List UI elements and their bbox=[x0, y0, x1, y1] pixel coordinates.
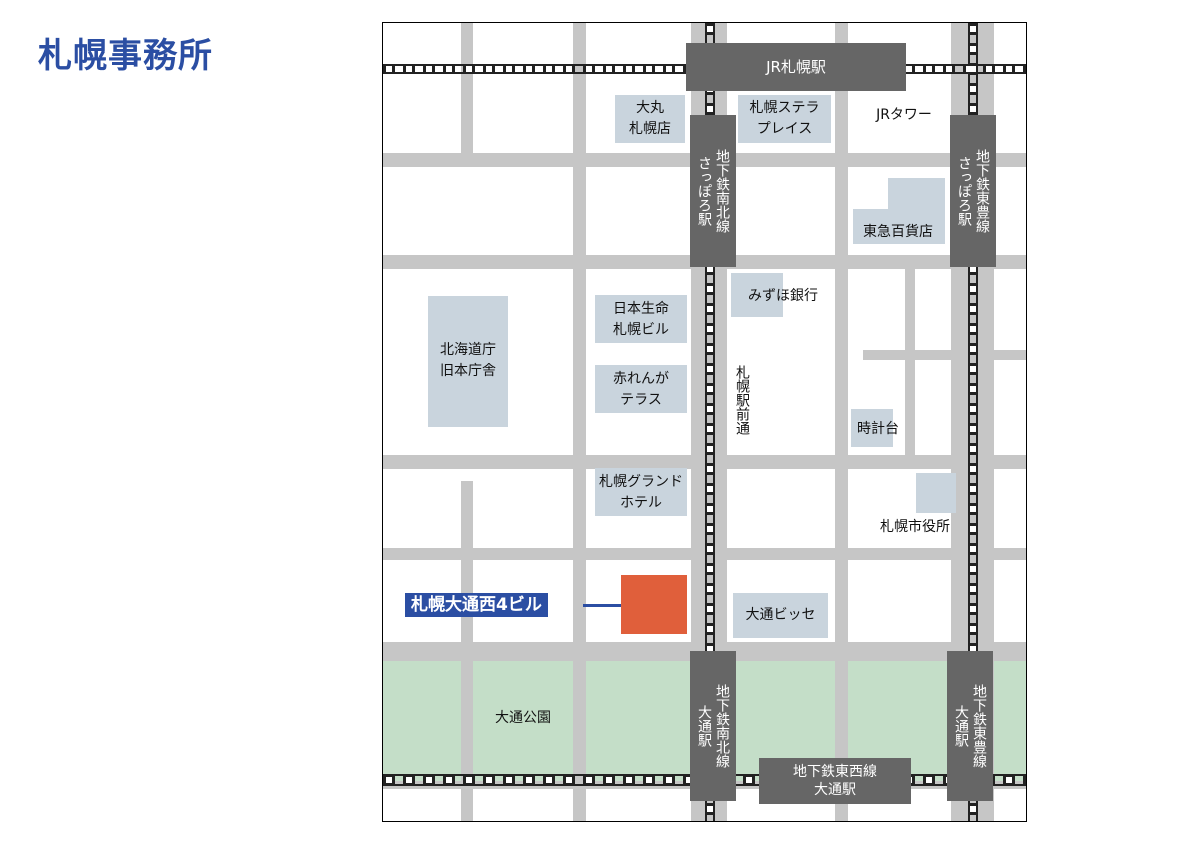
hokkaido-office-building bbox=[428, 296, 508, 427]
road-v1 bbox=[461, 23, 473, 153]
hokkaido-office-label: 北海道庁旧本庁舎 bbox=[440, 342, 496, 379]
callout-line bbox=[583, 604, 621, 607]
stellar-label: 札幌ステラプレイス bbox=[749, 100, 820, 137]
tokyu-label: 東急百貨店 bbox=[863, 224, 933, 240]
road-v5 bbox=[905, 269, 915, 455]
jr-tower-label: JRタワー bbox=[876, 107, 932, 123]
road-v4 bbox=[835, 23, 848, 821]
mizuho-label: みずほ銀行 bbox=[748, 288, 818, 304]
city-hall-building bbox=[916, 473, 956, 513]
akarenga-label: 赤れんがテラス bbox=[613, 371, 669, 408]
ekimae-dori-label: 札幌駅前通 bbox=[734, 365, 750, 435]
akarenga-building bbox=[595, 365, 687, 413]
jr-sapporo-station[interactable]: JR札幌駅 bbox=[686, 43, 906, 91]
target-building[interactable] bbox=[621, 575, 687, 634]
road-v2 bbox=[573, 23, 586, 821]
grand-hotel-label: 札幌グランドホテル bbox=[599, 474, 683, 511]
clock-tower-building bbox=[851, 409, 893, 447]
target-label: 札幌大通西4ビル bbox=[405, 593, 548, 617]
tokyu-building-lower bbox=[853, 209, 945, 244]
odori-park-label: 大通公園 bbox=[495, 710, 551, 726]
toho-odori-station[interactable]: 地下鉄東豊線 大通駅 bbox=[947, 651, 993, 801]
nissay-building bbox=[595, 295, 687, 343]
mizuho-building bbox=[731, 273, 783, 317]
nissay-label: 日本生命札幌ビル bbox=[613, 301, 669, 338]
road-h3 bbox=[863, 350, 1026, 360]
road-v1b bbox=[461, 481, 473, 821]
area-map: 札幌大通西4ビル 大丸札幌店 札幌ステラプレイス JRタワー 東急百貨店 みずほ… bbox=[382, 22, 1027, 822]
tozai-odori-station[interactable]: 地下鉄東西線 大通駅 bbox=[759, 758, 911, 804]
odori-bisse-building bbox=[733, 593, 828, 638]
clock-tower-label: 時計台 bbox=[857, 421, 899, 437]
namboku-sapporo-station[interactable]: 地下鉄南北線 さっぽろ駅 bbox=[690, 115, 736, 267]
stellar-building bbox=[738, 95, 831, 143]
namboku-odori-station[interactable]: 地下鉄南北線 大通駅 bbox=[690, 651, 736, 801]
toho-sapporo-station[interactable]: 地下鉄東豊線 さっぽろ駅 bbox=[950, 115, 996, 267]
city-hall-label: 札幌市役所 bbox=[880, 519, 950, 535]
odori-bisse-label: 大通ビッセ bbox=[745, 607, 816, 623]
daimaru-building bbox=[615, 95, 685, 143]
daimaru-label: 大丸札幌店 bbox=[629, 100, 671, 137]
page-title: 札幌事務所 bbox=[38, 36, 213, 76]
grand-hotel-building bbox=[595, 468, 687, 516]
